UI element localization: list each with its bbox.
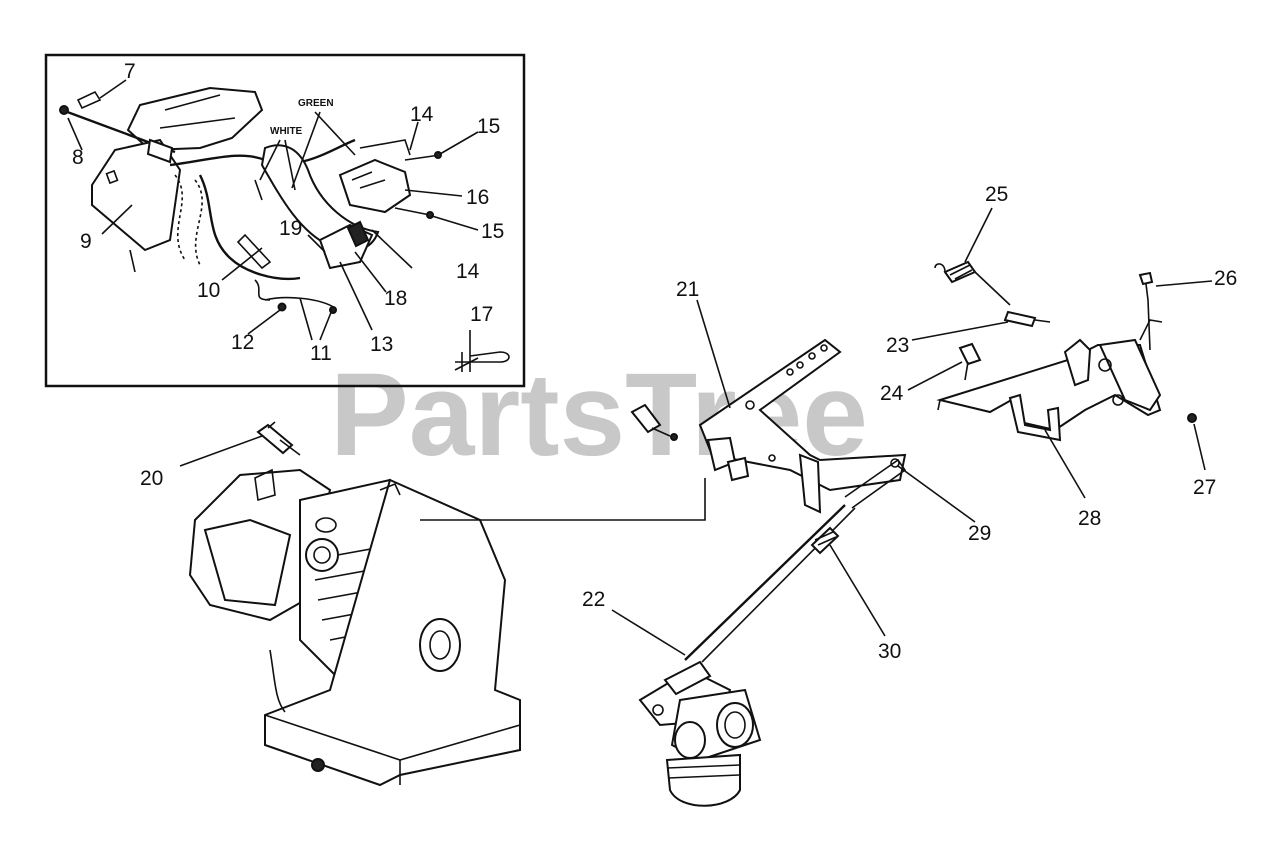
callout-22: 22	[582, 588, 605, 611]
nut-27	[1187, 413, 1197, 423]
governor-spring-link	[684, 504, 856, 663]
link-23	[1003, 310, 1037, 328]
screw-24	[958, 342, 982, 366]
callout-16: 16	[466, 186, 489, 209]
callout-8: 8	[72, 146, 84, 169]
link-spring	[810, 526, 840, 555]
callout-20: 20	[140, 467, 163, 490]
callout-24: 24	[880, 382, 904, 405]
inset-frame	[44, 53, 526, 388]
throttle-control-plate	[934, 260, 1197, 442]
callout-27: 27	[1193, 476, 1216, 499]
callout-15-top: 15	[477, 115, 500, 138]
rod-end-nut	[59, 105, 69, 115]
callout-9: 9	[80, 230, 92, 253]
callout-15-bottom: 15	[481, 220, 504, 243]
carburetor	[638, 660, 762, 807]
carburetor-outlet	[716, 702, 754, 748]
ignition-module	[338, 158, 412, 214]
label-green-wire: GREEN	[298, 98, 334, 109]
callout-13: 13	[370, 333, 393, 356]
carburetor-inlet	[674, 721, 706, 759]
spring-25	[943, 260, 977, 284]
callout-10: 10	[197, 279, 220, 302]
callout-7: 7	[124, 60, 136, 83]
callout-23: 23	[886, 334, 909, 357]
cylinder-port	[305, 538, 339, 572]
spacer	[236, 233, 272, 270]
engine-block	[188, 421, 706, 787]
crankcase	[264, 478, 521, 787]
callouts: 7 8 9 10 11 12 13 14 14 15 15 16 17 18 1…	[72, 60, 1237, 663]
control-plate	[698, 338, 907, 492]
callout-21: 21	[676, 278, 699, 301]
crankshaft-boss	[419, 618, 461, 672]
callout-25: 25	[985, 183, 1008, 206]
callout-29: 29	[968, 522, 991, 545]
blower-housing-top	[126, 86, 264, 152]
callout-17: 17	[470, 303, 493, 326]
governor-control-bracket	[630, 338, 907, 514]
float-bowl	[665, 753, 741, 807]
callout-30: 30	[878, 640, 901, 663]
leader-lines	[67, 79, 1213, 656]
callout-11: 11	[310, 342, 332, 365]
screw-12	[277, 302, 287, 312]
hairpin-clip	[455, 351, 510, 363]
spark-plug	[256, 423, 294, 455]
callout-12: 12	[231, 331, 254, 354]
label-white-wire: WHITE	[270, 126, 303, 137]
callout-14-top: 14	[410, 103, 434, 126]
callout-28: 28	[1078, 507, 1101, 530]
rod-clamp	[146, 138, 174, 164]
governor-link-rod	[684, 504, 846, 661]
callout-26: 26	[1214, 267, 1237, 290]
bracket-bolt	[630, 403, 662, 434]
screw-26	[1138, 271, 1154, 286]
callout-19: 19	[279, 217, 302, 240]
callout-14-bottom: 14	[456, 260, 480, 283]
callout-18: 18	[384, 287, 407, 310]
